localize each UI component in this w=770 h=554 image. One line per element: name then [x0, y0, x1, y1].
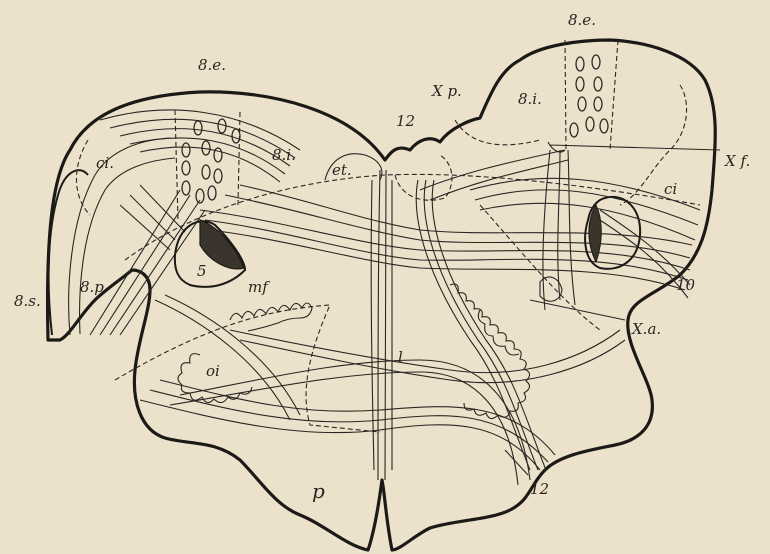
label-oi: oi: [206, 362, 220, 380]
label-8p: 8.p: [80, 278, 104, 296]
oi-dashed-boundary: [115, 305, 380, 432]
hypoglossal-fibres-top: [416, 180, 546, 470]
Xa-leader: [530, 300, 625, 320]
central-dashed: [395, 155, 452, 200]
label-mf: mf: [248, 278, 270, 296]
label-Xp: X p.: [431, 82, 462, 100]
label-p: p: [312, 479, 325, 503]
label-ci-left: ci.: [96, 154, 114, 172]
label-8e-right: 8.e.: [568, 11, 596, 29]
label-12-bottom: 12: [530, 480, 549, 498]
label-ci-right: ci: [664, 180, 677, 198]
right-olive: [450, 284, 530, 419]
label-8i-left: 8.i.: [272, 146, 296, 164]
label-5: 5: [197, 262, 207, 280]
label-et: et.: [332, 161, 352, 179]
right-ovals: [570, 55, 608, 137]
right-vagal-fibres: [420, 150, 700, 310]
Xf-arrow: [548, 142, 720, 152]
label-8s: 8.s.: [14, 292, 41, 310]
spinal-5-shaded: [200, 220, 244, 269]
label-l: l: [398, 348, 403, 366]
decussating-fibres: [140, 185, 692, 485]
label-8e-left: 8.e.: [198, 56, 226, 74]
label-Xa: X.a.: [631, 320, 661, 338]
label-12-top: 12: [396, 112, 415, 130]
label-Xf: X f.: [724, 152, 750, 170]
label-8i-right: 8.i.: [518, 90, 542, 108]
left-outer-band-2: [80, 158, 175, 334]
midline-raphe: [371, 170, 392, 480]
label-10: 10: [676, 276, 696, 294]
left-olive: [178, 303, 312, 403]
